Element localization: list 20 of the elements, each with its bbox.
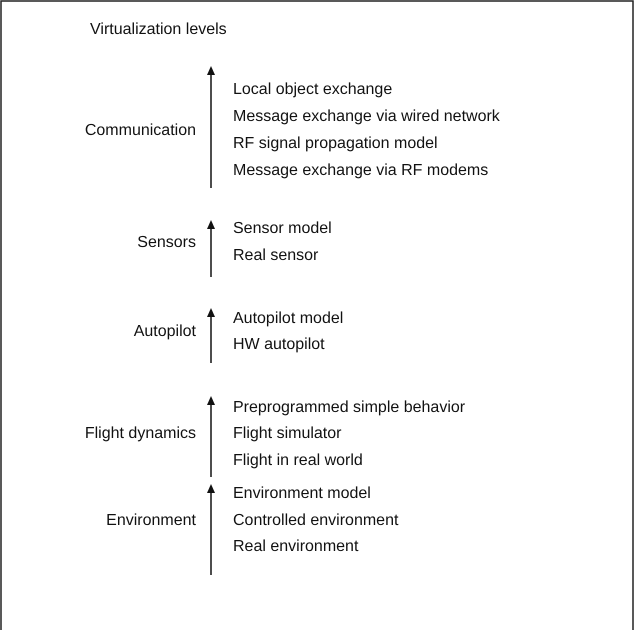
level-item: Message exchange via RF modems <box>233 161 488 181</box>
level-item: Message exchange via wired network <box>233 107 500 127</box>
level-item: RF signal propagation model <box>233 134 438 154</box>
level-item: HW autopilot <box>233 335 325 355</box>
level-item: Autopilot model <box>233 309 344 329</box>
level-category: Sensors <box>137 233 196 253</box>
level-item: Real sensor <box>233 246 318 266</box>
level-item: Flight simulator <box>233 424 342 444</box>
level-category: Communication <box>84 121 196 141</box>
diagram-title: Virtualization levels <box>90 20 227 40</box>
level-item: Local object exchange <box>233 80 392 100</box>
level-category: Flight dynamics <box>84 424 196 444</box>
level-category: Autopilot <box>134 322 196 342</box>
level-item: Flight in real world <box>233 451 363 471</box>
level-item: Controlled environment <box>233 511 398 531</box>
level-item: Real environment <box>233 537 358 557</box>
level-item: Environment model <box>233 484 371 504</box>
level-item: Preprogrammed simple behavior <box>233 398 466 418</box>
level-category: Environment <box>106 511 196 531</box>
level-item: Sensor model <box>233 219 332 239</box>
